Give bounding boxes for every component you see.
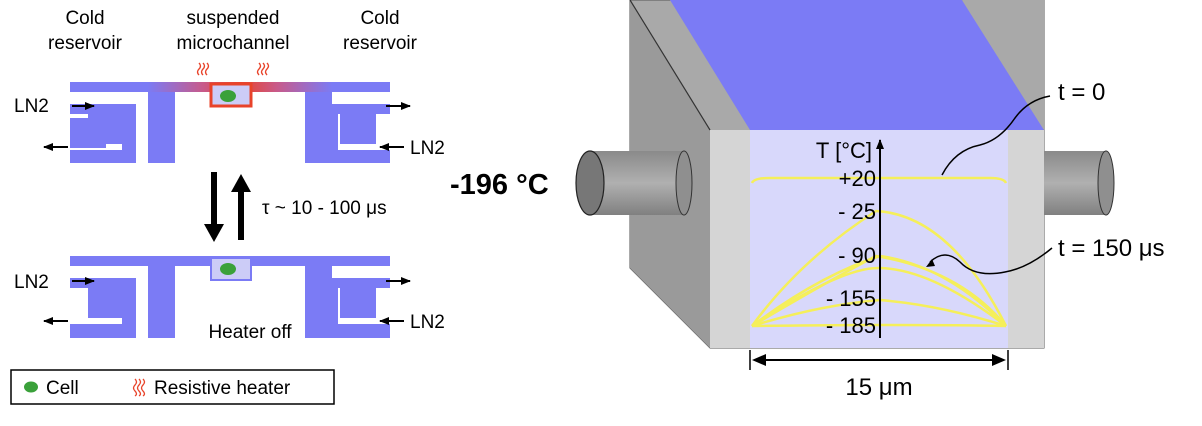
tick-label-minus185: - 185 xyxy=(826,313,876,338)
right-pipe xyxy=(1044,150,1115,216)
legend-cell-label: Cell xyxy=(46,378,79,399)
channel-structure-bottom xyxy=(70,256,390,338)
t150-pointer-tip xyxy=(926,259,935,267)
left-pipe-body xyxy=(590,151,684,215)
time-annotations: t = 0 t = 150 μs xyxy=(926,79,1165,275)
channel-structure-top xyxy=(70,82,390,163)
dim-arrow-left xyxy=(752,354,766,366)
left-pipe-end xyxy=(675,150,693,216)
device-heater-off: LN2 LN2 Heater off xyxy=(14,256,445,343)
channel-label-line2: microchannel xyxy=(177,33,290,54)
channel-label-line1: suspended xyxy=(187,8,280,29)
t150-label: t = 150 μs xyxy=(1058,235,1165,262)
legend-heater-icon xyxy=(132,378,146,397)
left-pipe-opening xyxy=(575,150,605,216)
top-channel xyxy=(670,0,1044,130)
tick-label-minus155: - 155 xyxy=(826,286,876,311)
left-inner-block-top xyxy=(88,114,124,144)
left-inner-wall xyxy=(710,130,750,348)
heater-off-label: Heater off xyxy=(208,322,292,343)
tick-label-minus90: - 90 xyxy=(838,243,876,268)
left-reservoir-label-line2: reservoir xyxy=(48,33,123,54)
right-inner-block-top xyxy=(340,114,376,144)
width-dimension: 15 μm xyxy=(749,350,1009,401)
t0-pointer xyxy=(941,95,1051,176)
cell-bottom xyxy=(220,263,236,275)
left-inner-block-bottom xyxy=(88,288,124,318)
legend-box xyxy=(10,369,335,405)
width-label: 15 μm xyxy=(845,374,912,401)
device-heater-on: LN2 LN2 xyxy=(14,62,445,163)
right-reservoir-label-line1: Cold xyxy=(360,8,399,29)
ln2-label-left-top: LN2 xyxy=(14,96,49,117)
t0-label: t = 0 xyxy=(1058,79,1105,106)
top-right-wall xyxy=(962,0,1044,130)
time-constant-label: τ ~ 10 - 100 μs xyxy=(262,198,387,219)
tick-label-20: +20 xyxy=(839,166,876,191)
right-inner-block-bottom xyxy=(340,288,376,318)
right-pipe-body xyxy=(1044,151,1106,215)
top-labels: Cold reservoir suspended microchannel Co… xyxy=(48,8,418,54)
ln2-label-left-bottom: LN2 xyxy=(14,272,49,293)
temperature-axis: T [°C] +20 - 25 - 90 - 155 - 185 xyxy=(816,138,884,338)
right-reservoir-label-line2: reservoir xyxy=(343,33,418,54)
left-pipe xyxy=(575,150,693,216)
legend: Cell Resistive heater xyxy=(10,369,335,405)
t150-pointer xyxy=(929,247,1053,275)
left-reservoir-label-line1: Cold xyxy=(65,8,104,29)
profile-t1 xyxy=(750,209,1008,327)
right-pipe-end xyxy=(1097,150,1115,216)
boundary-temperature-label: -196 °C xyxy=(450,169,549,201)
ln2-label-right-bottom: LN2 xyxy=(410,312,445,333)
dim-arrow-right xyxy=(992,354,1006,366)
legend-heater-label: Resistive heater xyxy=(154,378,291,399)
cell xyxy=(220,90,236,102)
tick-label-minus25: - 25 xyxy=(838,199,876,224)
temperature-axis-label: T [°C] xyxy=(816,138,872,163)
profile-t6 xyxy=(751,254,1007,328)
ln2-label-right-top: LN2 xyxy=(410,138,445,159)
right-u-bottom xyxy=(324,278,390,338)
left-edge-line xyxy=(629,0,711,131)
heater-icon xyxy=(196,62,270,76)
legend-cell-icon xyxy=(24,381,38,393)
switch-arrows: τ ~ 10 - 100 μs xyxy=(204,172,387,242)
chamber-3d xyxy=(629,0,1045,349)
right-inner-wall xyxy=(1008,130,1044,348)
right-u-top xyxy=(324,104,390,163)
